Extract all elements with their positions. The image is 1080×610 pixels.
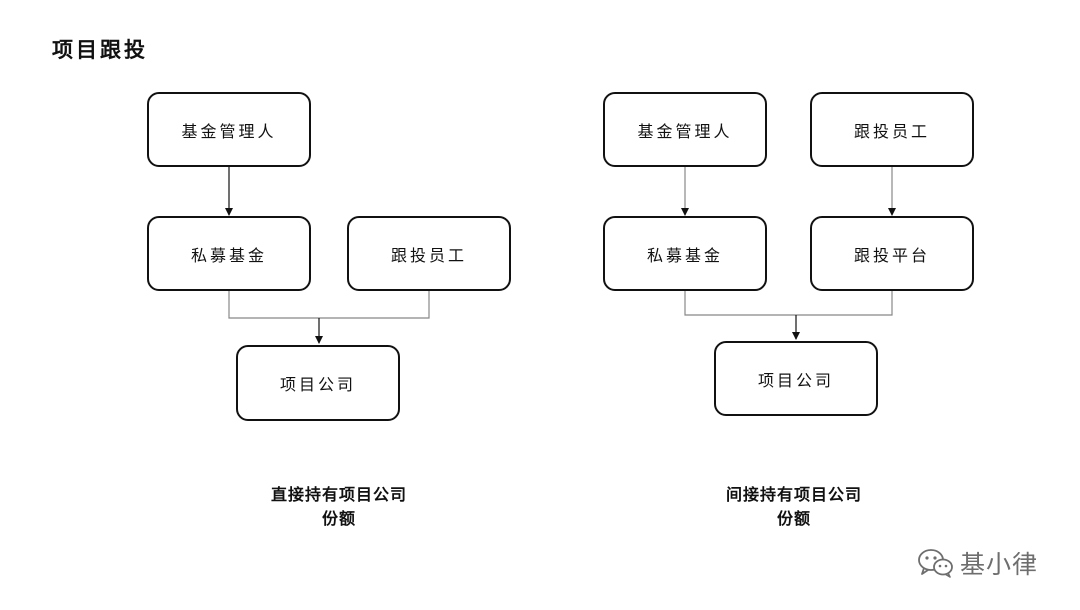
watermark-text: 基小律 — [960, 550, 1039, 579]
node-right-fund-manager: 基金管理人 — [603, 92, 767, 167]
caption-left-line1: 直接持有项目公司 — [270, 485, 407, 504]
caption-right-line2: 份额 — [776, 509, 811, 528]
caption-right: 间接持有项目公司 份额 — [664, 483, 924, 531]
node-right-private-fund: 私募基金 — [603, 216, 767, 291]
caption-left: 直接持有项目公司 份额 — [209, 483, 469, 531]
node-right-coinvest-platform: 跟投平台 — [810, 216, 974, 291]
watermark: 基小律 — [916, 545, 1066, 581]
node-right-project-company: 项目公司 — [714, 341, 878, 416]
node-right-coinvest-employee: 跟投员工 — [810, 92, 974, 167]
node-left-coinvest-employee: 跟投员工 — [347, 216, 511, 291]
page-title: 项目跟投 — [52, 37, 148, 62]
node-left-project-company: 项目公司 — [236, 345, 400, 421]
caption-left-line2: 份额 — [321, 509, 356, 528]
node-left-private-fund: 私募基金 — [147, 216, 311, 291]
edge-right-merge — [684, 291, 893, 316]
wechat-icon — [918, 549, 953, 578]
node-left-fund-manager: 基金管理人 — [147, 92, 311, 167]
caption-right-line1: 间接持有项目公司 — [725, 485, 862, 504]
edge-left-merge — [228, 291, 430, 319]
